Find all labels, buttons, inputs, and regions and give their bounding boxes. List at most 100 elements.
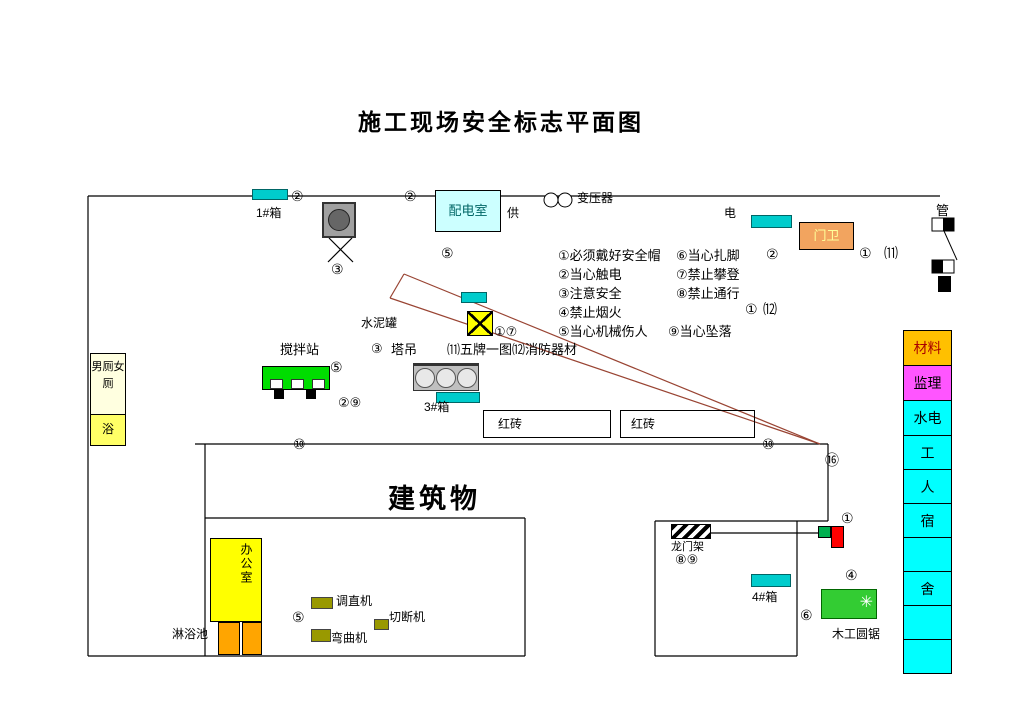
legend-row-2-right: ⑦禁止攀登	[676, 267, 740, 282]
marker-machine: ③	[331, 261, 344, 277]
toilet-top-label: 男厕女厕	[91, 361, 125, 390]
mixing-station-icon	[262, 366, 330, 390]
power-room-label: 配电室	[448, 202, 488, 218]
wood-saw-label: 木工圆锯	[832, 627, 881, 641]
green-signal-icon	[818, 526, 831, 538]
wheel-icon	[435, 368, 456, 388]
gate-guard-label: 门卫	[813, 227, 840, 243]
box1-label: 1#箱	[256, 206, 282, 220]
sidebar-dorm-5: 舍	[903, 571, 952, 606]
legend-row-2-left: ②当心触电	[558, 267, 622, 282]
site-boundary-lines	[87, 195, 940, 657]
toilet-block: 男厕女厕	[90, 353, 126, 415]
shower-pool-icon	[218, 622, 240, 655]
legend-row-5-left: ⑤当心机械伤人	[558, 324, 648, 339]
page-title: 施工现场安全标志平面图	[358, 110, 644, 135]
red-signal-icon	[831, 526, 844, 548]
hoist-machine-icon	[322, 202, 356, 238]
materials-label: 材料	[913, 340, 942, 356]
straightener-icon	[311, 597, 333, 609]
building-label: 建筑物	[388, 484, 481, 514]
gantry-label: 龙门架	[671, 541, 704, 553]
mixer-legs	[274, 390, 316, 399]
sidebar-dorm-4	[903, 537, 952, 572]
sidebar-water-electric: 水电	[903, 400, 952, 436]
gate-icon	[931, 217, 958, 292]
supervision-label: 监理	[913, 375, 942, 391]
marker-saw: ⑥	[800, 607, 813, 623]
distribution-box-3	[436, 392, 480, 403]
office-label: 办公室	[239, 543, 253, 585]
red-brick-left-label: 红砖	[498, 417, 523, 431]
cement-tank-icon	[467, 311, 493, 336]
mixing-station-label: 搅拌站	[280, 342, 320, 357]
marker-power-left: ②	[404, 188, 417, 204]
marker-cement: ①⑦	[494, 324, 518, 339]
mixer-cell-icon	[270, 379, 283, 389]
marker-legend-row1: ②	[766, 246, 779, 262]
marker-crane: ③	[371, 341, 383, 356]
sidebar-dorm-7	[903, 639, 952, 674]
gate-guard-room: 门卫	[799, 222, 854, 250]
dorm-char: 人	[920, 478, 935, 495]
marker-fire-a: ①	[745, 301, 758, 317]
dorm-char: 工	[920, 444, 935, 461]
electric-label: 电	[724, 206, 737, 220]
saw-blade-icon: ✳	[859, 594, 873, 611]
five-boards-label: ⑾五牌一图⑿消防器材	[447, 342, 578, 357]
cutter-icon	[374, 619, 389, 630]
power-distribution-room: 配电室	[435, 190, 501, 232]
sidebar-column: 材料 监理 水电 工 人 宿 舍	[903, 330, 952, 674]
red-brick-right-label: 红砖	[631, 417, 656, 431]
tower-crane-label: 塔吊	[391, 342, 418, 357]
machine-legs	[327, 237, 354, 263]
sidebar-dorm-3: 宿	[903, 503, 952, 538]
wheel-icon	[414, 368, 435, 388]
box4-label: 4#箱	[752, 590, 778, 604]
legend-row-5-right: ⑨当心坠落	[668, 324, 732, 339]
straightener-label: 调直机	[336, 594, 373, 608]
cement-tank-top	[461, 292, 487, 303]
dorm-char: 舍	[920, 580, 935, 597]
water-electric-label: 水电	[913, 410, 942, 426]
distribution-box-4	[751, 574, 791, 587]
sidebar-supervision: 监理	[903, 365, 952, 401]
winch-icon	[413, 363, 479, 391]
bender-icon	[311, 629, 331, 642]
dorm-char: 宿	[920, 512, 935, 529]
bender-label: 弯曲机	[331, 631, 368, 645]
legend-row-4-left: ④禁止烟火	[558, 305, 622, 320]
gantry-frame-icon	[671, 524, 711, 539]
sidebar-materials: 材料	[903, 330, 952, 366]
shower-label: 淋浴池	[172, 627, 209, 641]
marker-corner: ⑯	[825, 452, 839, 468]
marker-fire-b: ⑿	[763, 301, 777, 317]
wood-saw-icon: ✳	[821, 589, 877, 619]
supply-label: 供	[507, 206, 520, 220]
electric-box	[751, 215, 792, 228]
marker-wall-left: ⑩	[293, 436, 306, 452]
box3-label: 3#箱	[424, 400, 450, 414]
marker-gate-a: ①	[859, 245, 872, 261]
shower-pool-icon	[242, 622, 262, 655]
distribution-box-1	[252, 189, 288, 200]
marker-hoist-area: ①	[841, 510, 854, 526]
legend-row-3-right: ⑧禁止通行	[676, 286, 740, 301]
marker-mixer-below: ②⑨	[338, 395, 362, 410]
mixer-cell-icon	[312, 379, 325, 389]
marker-box1: ②	[291, 188, 304, 204]
marker-mixer-right: ⑤	[330, 359, 343, 375]
cutter-label: 切断机	[389, 610, 426, 624]
marker-straightener: ⑤	[292, 609, 305, 625]
legend-row-1-left: ①必须戴好安全帽	[558, 248, 661, 263]
sidebar-dorm-2: 人	[903, 469, 952, 504]
marker-box4: ④	[845, 567, 858, 583]
legend-row-1-right: ⑥当心扎脚	[676, 248, 740, 263]
machine-drum-icon	[328, 209, 350, 231]
marker-gantry: ⑧⑨	[675, 552, 699, 567]
red-brick-area-right: 红砖	[620, 410, 755, 438]
mixer-cell-icon	[291, 379, 304, 389]
bath-block: 浴	[90, 414, 126, 446]
office: 办公室	[210, 538, 262, 622]
